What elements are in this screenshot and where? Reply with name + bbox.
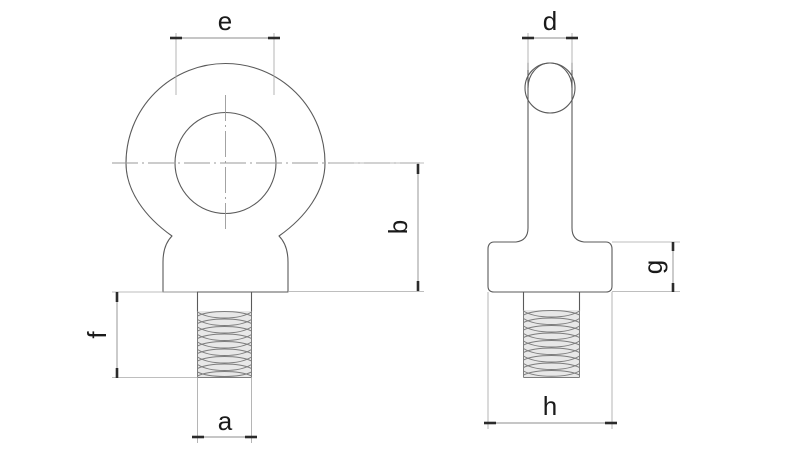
side-view-stem-top-arc (527, 62, 573, 89)
side-view-body-outline (487, 62, 613, 293)
dimension-g-label: g (638, 260, 668, 274)
dimension-d-label: d (543, 6, 557, 36)
dimension-h-label: h (543, 391, 557, 421)
side-threaded-shank (523, 310, 580, 378)
dimension-e-label: e (218, 6, 232, 36)
dimension-b: b (288, 162, 424, 292)
dimension-d: d (522, 6, 578, 70)
dimension-a: a (192, 378, 257, 443)
front-view (112, 62, 420, 378)
dimension-a-label: a (218, 406, 233, 436)
side-view (487, 62, 613, 378)
side-view-bore-circle (524, 62, 576, 114)
dimension-h: h (484, 292, 617, 429)
front-view-body-outline (125, 62, 326, 293)
front-threaded-shank (197, 311, 252, 378)
dimension-f: f (82, 291, 197, 378)
dimension-e: e (170, 6, 280, 95)
dimension-g: g (612, 241, 680, 292)
dimension-b-label: b (383, 220, 413, 234)
dimension-f-label: f (82, 331, 112, 339)
